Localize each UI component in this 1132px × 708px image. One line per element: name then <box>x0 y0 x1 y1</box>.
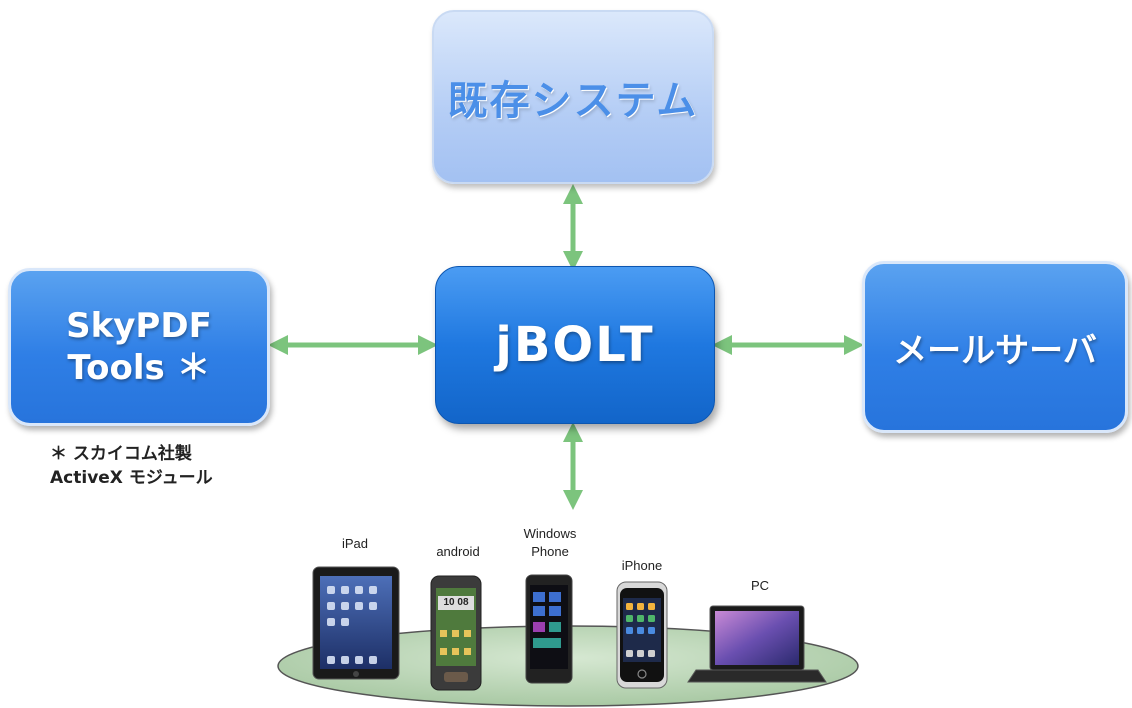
mail-server-box: メールサーバ <box>862 261 1128 433</box>
windows-phone-label-line1: Windows <box>523 526 577 541</box>
skypdf-label-line1: SkyPDF <box>66 306 212 346</box>
jbolt-core-box: jBOLT <box>435 266 715 424</box>
jbolt-label: jBOLT <box>495 317 655 373</box>
device-label-windows-phone: Windows Phone <box>508 525 592 561</box>
ipad-icon <box>312 566 400 680</box>
device-label-iphone: iPhone <box>621 558 663 573</box>
windows-phone-icon <box>525 574 573 684</box>
device-label-ipad: iPad <box>341 536 369 551</box>
legacy-system-box: 既存システム <box>432 10 714 184</box>
device-label-android: android <box>436 544 480 559</box>
skypdf-label: SkyPDF Tools ＊ <box>66 305 212 389</box>
footnote-line1: ＊ スカイコム社製 <box>50 444 192 464</box>
windows-phone-label-line2: Phone <box>531 544 569 559</box>
android-phone-icon <box>430 575 482 691</box>
device-label-pc: PC <box>750 578 770 593</box>
laptop-pc-icon <box>687 605 827 683</box>
footnote-line2: ActiveX モジュール <box>50 468 213 488</box>
legacy-system-label: 既存システム <box>447 78 699 124</box>
skypdf-tools-box: SkyPDF Tools ＊ <box>8 268 270 426</box>
android-clock-text: 10 08 <box>443 597 469 608</box>
mail-server-label: メールサーバ <box>893 330 1097 371</box>
skypdf-label-line2: Tools ＊ <box>67 348 211 388</box>
iphone-icon <box>616 581 668 689</box>
skypdf-footnote: ＊ スカイコム社製 ActiveX モジュール <box>50 442 213 490</box>
